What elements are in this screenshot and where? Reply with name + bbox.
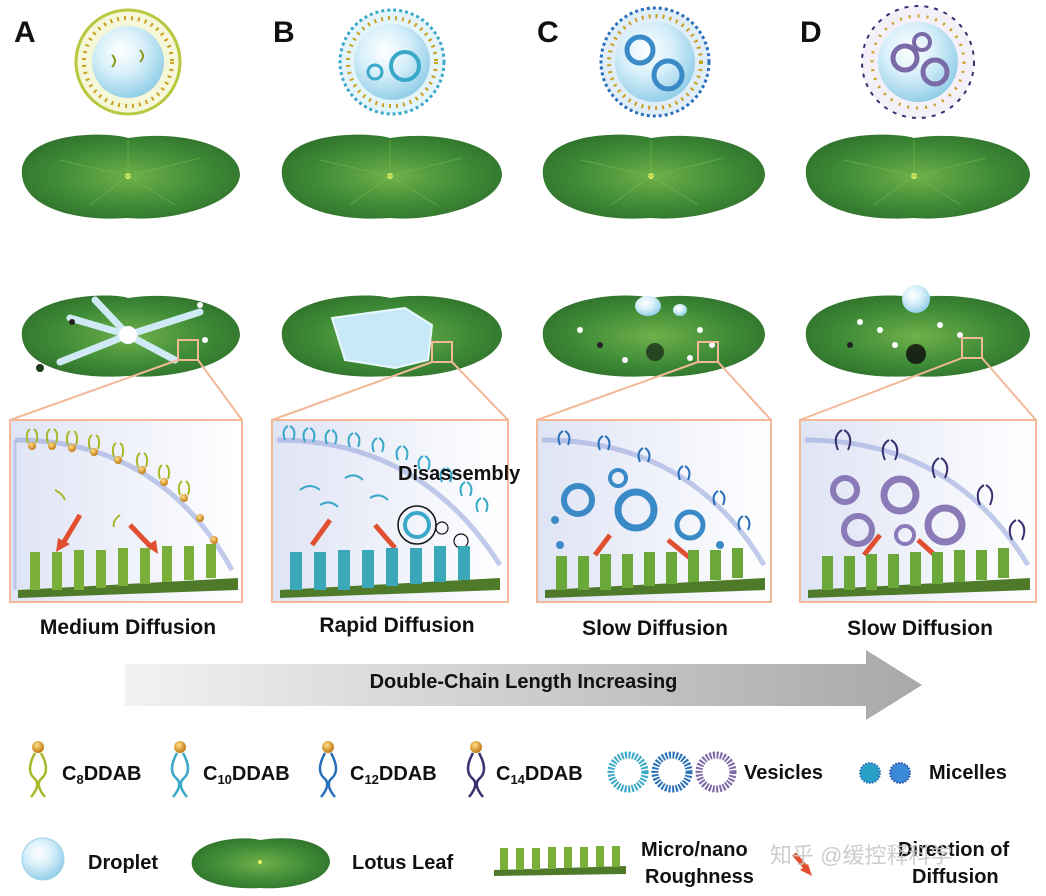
c12-ddab-icon bbox=[318, 741, 338, 798]
detail-box-c bbox=[536, 419, 772, 603]
roughness-icon bbox=[494, 846, 626, 876]
droplet-a-icon bbox=[74, 8, 182, 116]
legend-c8-ddab: C8DDAB bbox=[62, 763, 142, 787]
lotus-leaf-a-spread bbox=[21, 295, 240, 377]
vesicles-icon bbox=[607, 751, 737, 793]
lotus-leaf-c-spread bbox=[542, 295, 765, 377]
micelles-icon bbox=[859, 762, 911, 784]
caption-b: Rapid Diffusion bbox=[319, 614, 475, 637]
arrow-label: Double-Chain Length Increasing bbox=[369, 671, 678, 693]
droplet-c-icon bbox=[599, 6, 711, 118]
detail-box-d bbox=[799, 419, 1037, 603]
panel-letter-d: D bbox=[800, 16, 822, 49]
lotus-leaf-c-top bbox=[542, 134, 765, 219]
lotus-leaf-d-spread bbox=[805, 285, 1030, 377]
panel-letter-c: C bbox=[537, 16, 559, 49]
lotus-leaf-a-top bbox=[21, 134, 240, 219]
diffusion-direction-icon bbox=[792, 852, 812, 876]
legend-direction-line2: Diffusion bbox=[912, 866, 999, 888]
droplet-d-icon bbox=[861, 5, 975, 119]
c14-ddab-icon bbox=[466, 741, 486, 798]
legend-micelles: Micelles bbox=[929, 762, 1007, 784]
legend-droplet: Droplet bbox=[88, 852, 158, 874]
legend-vesicles: Vesicles bbox=[744, 762, 823, 784]
legend-roughness-line1: Micro/nano bbox=[641, 839, 748, 861]
c10-ddab-icon bbox=[170, 741, 190, 798]
lotus-leaf-b-top bbox=[281, 134, 502, 219]
caption-c: Slow Diffusion bbox=[582, 617, 728, 640]
legend-c14-ddab: C14DDAB bbox=[496, 763, 583, 787]
lotus-leaf-d-top bbox=[805, 134, 1030, 219]
disassembly-label: Disassembly bbox=[398, 463, 521, 485]
c8-ddab-icon bbox=[28, 741, 48, 798]
droplet-b-icon bbox=[338, 8, 446, 116]
caption-d: Slow Diffusion bbox=[847, 617, 993, 640]
detail-box-b bbox=[271, 419, 509, 603]
droplet-icon bbox=[21, 837, 65, 881]
lotus-leaf-icon bbox=[191, 838, 330, 889]
watermark: 知乎 @缓控释科学 bbox=[770, 843, 953, 868]
detail-box-a bbox=[9, 419, 243, 603]
legend-c12-ddab: C12DDAB bbox=[350, 763, 437, 787]
main-illustration bbox=[9, 5, 1037, 720]
caption-a: Medium Diffusion bbox=[39, 616, 217, 639]
legend-c10-ddab: C10DDAB bbox=[203, 763, 290, 787]
lotus-leaf-b-spread bbox=[281, 295, 502, 377]
legend-roughness-line2: Roughness bbox=[645, 866, 754, 888]
chain-length-arrow bbox=[125, 650, 922, 720]
legend-direction-line1: Direction of bbox=[898, 839, 1010, 861]
panel-letter-b: B bbox=[273, 16, 295, 49]
legend-lotus-leaf: Lotus Leaf bbox=[352, 852, 454, 874]
zoom-connectors bbox=[9, 337, 1037, 421]
panel-letter-a: A bbox=[14, 16, 36, 49]
